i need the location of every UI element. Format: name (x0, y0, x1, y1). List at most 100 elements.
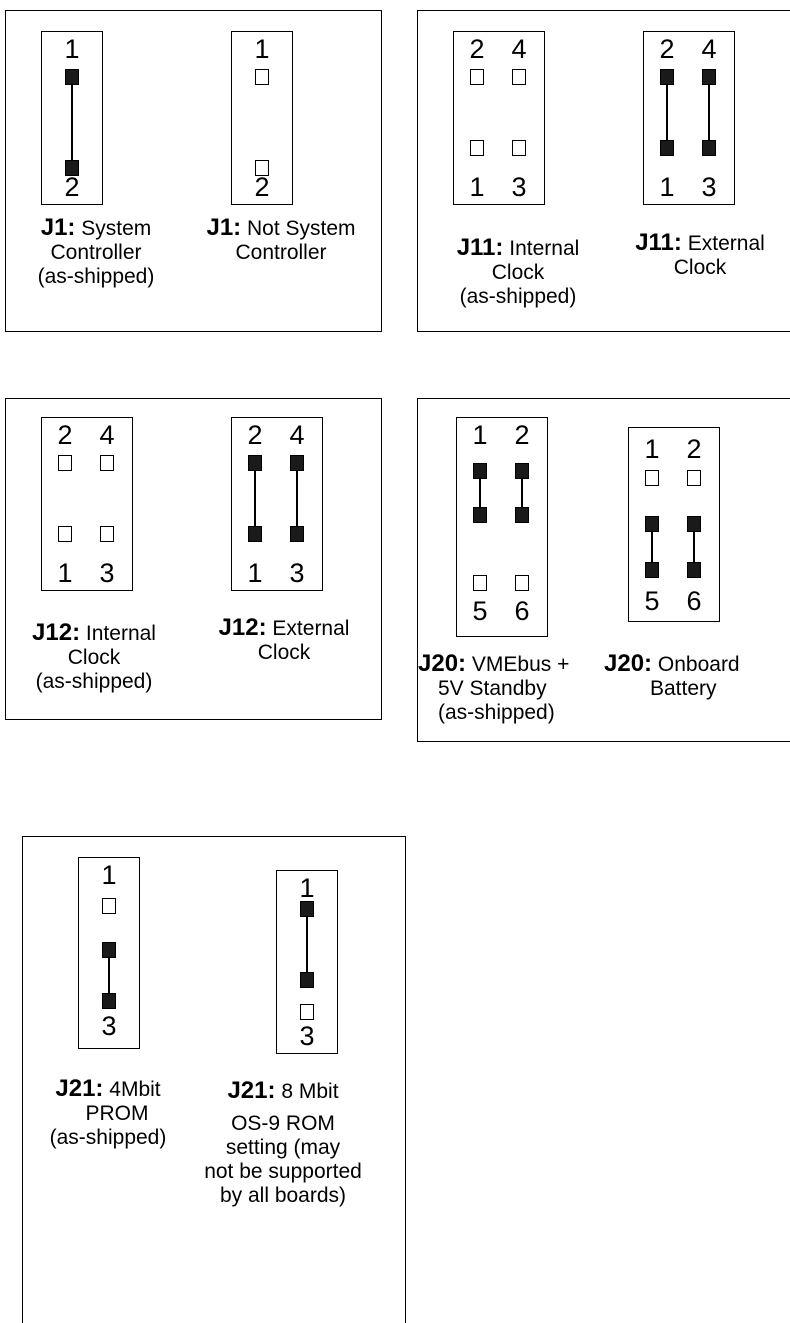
jumper-label: J12: (218, 614, 267, 641)
j1-a-caption: J1: System Controller (as-shipped) (11, 216, 181, 289)
pin-number: 2 (254, 172, 270, 202)
caption-text: (as-shipped) (49, 1126, 167, 1149)
pin-number: 2 (64, 172, 80, 202)
pin-number: 6 (514, 596, 530, 626)
caption-text: PROM (85, 1102, 149, 1125)
j20-b-header: 1 2 5 6 (628, 427, 720, 622)
jumper-wire (108, 958, 110, 993)
caption-text: by all boards) (219, 1184, 347, 1207)
caption-text: Internal (85, 622, 156, 645)
pin-jumpered (102, 993, 116, 1009)
caption-text: Clock (67, 646, 121, 669)
j21-panel: 1 3 J21: 4Mbit PROM (as-shipped) 1 3 J21… (22, 836, 406, 1323)
pin-number: 2 (247, 420, 263, 450)
pin-open (470, 140, 484, 156)
pin-number: 3 (101, 1011, 117, 1041)
pin-jumpered (515, 507, 529, 523)
pin-jumpered (248, 455, 262, 471)
pin-number: 1 (659, 172, 675, 202)
pin-number: 6 (686, 586, 702, 616)
pin-number: 1 (64, 34, 80, 64)
caption-text: 5V Standby (438, 677, 547, 700)
jumper-label: J20: (418, 650, 467, 677)
j20-a-header: 1 2 5 6 (456, 417, 548, 637)
jumper-wire (651, 532, 653, 562)
caption-text: External (272, 617, 350, 640)
jumper-wire (708, 85, 710, 140)
pin-open (100, 526, 114, 542)
caption-text: Controller (235, 241, 327, 264)
caption-text: Internal (509, 237, 580, 260)
pin-open (473, 575, 487, 591)
jumper-label: J21: (55, 1075, 104, 1102)
pin-number: 3 (289, 558, 305, 588)
caption-text: 8 Mbit (281, 1080, 339, 1103)
pin-number: 1 (644, 434, 660, 464)
pin-jumpered (473, 507, 487, 523)
pin-jumpered (687, 562, 701, 578)
pin-number: 1 (254, 34, 270, 64)
pin-number: 4 (701, 34, 717, 64)
caption-text: (as-shipped) (37, 265, 155, 288)
j21-a-header: 1 3 (78, 857, 140, 1049)
jumper-wire (306, 917, 308, 972)
caption-text: Not System (247, 217, 356, 240)
caption-text: OS-9 ROM (231, 1112, 335, 1135)
pin-jumpered (473, 463, 487, 479)
j20-panel: 1 2 5 6 J20: VMEbus + 5V Standby (as-shi… (417, 398, 790, 742)
pin-open (58, 455, 72, 471)
j11-b-header: 2 4 1 3 (643, 31, 735, 205)
pin-number: 2 (514, 420, 530, 450)
caption-text: (as-shipped) (459, 285, 577, 308)
pin-open (470, 69, 484, 85)
jumper-label: J21: (227, 1077, 276, 1104)
pin-number: 1 (469, 172, 485, 202)
pin-jumpered (702, 69, 716, 85)
caption-text: Onboard (657, 653, 740, 676)
pin-number: 2 (57, 420, 73, 450)
jumper-wire (666, 85, 668, 140)
j21-a-caption: J21: 4Mbit PROM (as-shipped) (28, 1077, 188, 1150)
j11-b-caption: J11: External Clock (610, 231, 790, 280)
pin-number: 3 (511, 172, 527, 202)
caption-text: Clock (673, 256, 727, 279)
j11-a-caption: J11: Internal Clock (as-shipped) (423, 236, 613, 309)
jumper-wire (71, 85, 73, 160)
pin-number: 1 (247, 558, 263, 588)
pin-open (300, 1004, 314, 1020)
caption-text: setting (may (225, 1136, 341, 1159)
pin-open (512, 69, 526, 85)
pin-jumpered (102, 942, 116, 958)
j11-a-header: 2 4 1 3 (453, 31, 545, 205)
pin-number: 1 (472, 420, 488, 450)
j20-b-caption: J20: Onboard Battery (604, 652, 790, 701)
pin-open (255, 69, 269, 85)
caption-text: Clock (491, 261, 545, 284)
pin-number: 2 (686, 434, 702, 464)
jumper-label: J1: (206, 214, 242, 241)
pin-open (255, 160, 269, 176)
j11-panel: 2 4 1 3 J11: Internal Clock (as-shipped)… (417, 10, 790, 332)
pin-jumpered (300, 972, 314, 988)
j12-a-caption: J12: Internal Clock (as-shipped) (4, 621, 184, 694)
caption-text: (as-shipped) (35, 670, 153, 693)
pin-jumpered (290, 526, 304, 542)
caption-text: System (81, 217, 152, 240)
pin-open (645, 470, 659, 486)
pin-open (515, 575, 529, 591)
pin-jumpered (660, 69, 674, 85)
pin-jumpered (660, 140, 674, 156)
caption-text: External (687, 232, 765, 255)
caption-text: Battery (650, 677, 717, 700)
jumper-wire (479, 479, 481, 507)
j21-b-header: 1 3 (276, 870, 338, 1054)
j1-b-header: 1 2 (231, 31, 293, 205)
jumper-wire (296, 471, 298, 526)
caption-text: (as-shipped) (438, 701, 555, 724)
pin-jumpered (65, 160, 79, 176)
pin-jumpered (645, 516, 659, 532)
pin-jumpered (687, 516, 701, 532)
j20-a-caption: J20: VMEbus + 5V Standby (as-shipped) (418, 652, 618, 725)
pin-jumpered (645, 562, 659, 578)
pin-jumpered (65, 69, 79, 85)
